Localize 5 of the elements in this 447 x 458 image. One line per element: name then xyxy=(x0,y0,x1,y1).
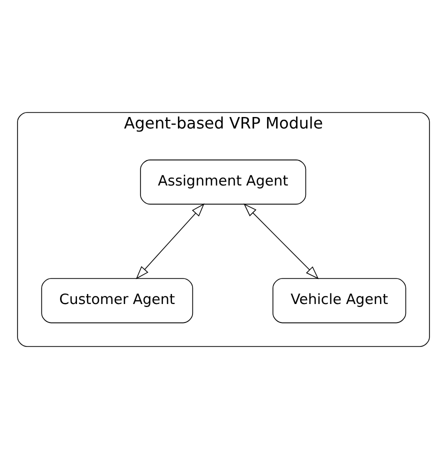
node-box: Customer Agent xyxy=(41,278,194,323)
arrow xyxy=(136,202,204,279)
node-box: Vehicle Agent xyxy=(272,278,406,323)
arrow xyxy=(244,202,319,279)
node-box: Assignment Agent xyxy=(140,159,306,204)
